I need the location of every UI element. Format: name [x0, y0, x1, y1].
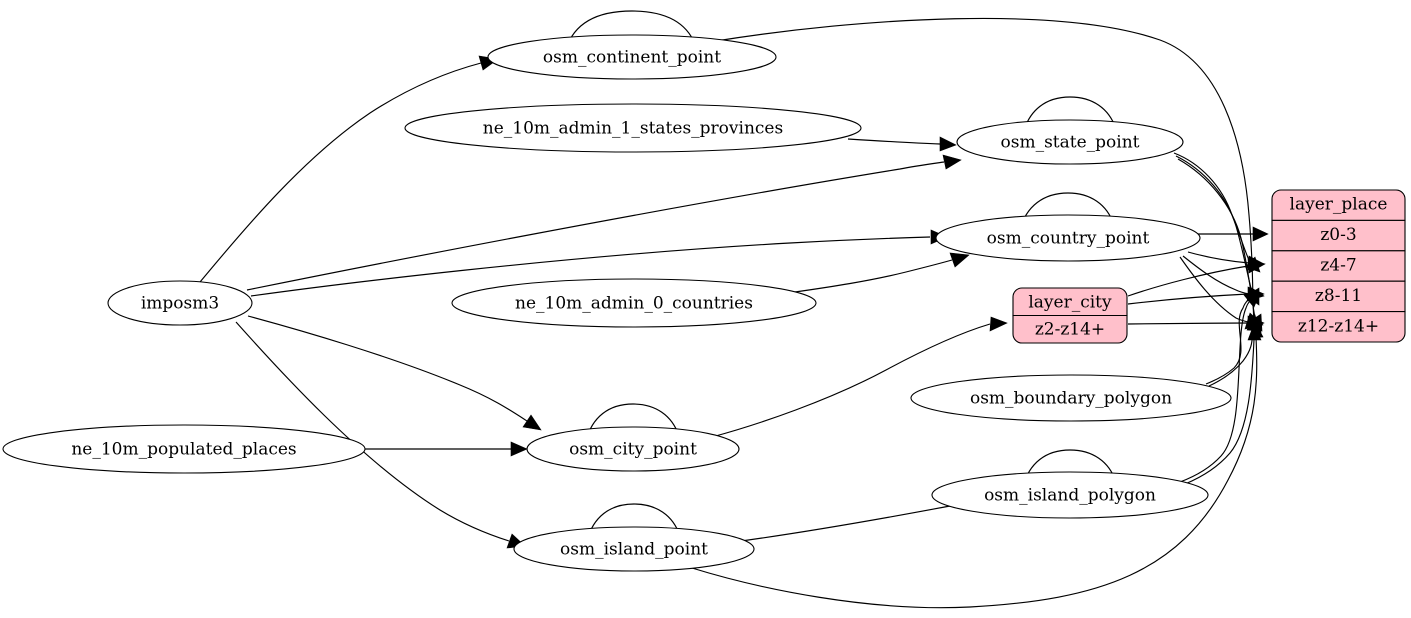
- edge-layer: [199, 10, 1269, 609]
- node-osm_boundary_polygon[interactable]: osm_boundary_polygon: [910, 374, 1232, 422]
- edge-imposm3-to-osm_state_point: [246, 154, 962, 291]
- node-osm_country_point[interactable]: osm_country_point: [935, 214, 1201, 262]
- record-node-layer_city[interactable]: layer_city z2-z14+: [1012, 287, 1128, 344]
- record-node-layer_place[interactable]: layer_place z0-3 z4-7 z8-11 z12-z14+: [1271, 189, 1406, 343]
- edge-imposm3-to-osm_city_point: [247, 315, 542, 431]
- edge-osm_state_point-to-layer_place_z4_7: [1173, 152, 1261, 273]
- node-osm_island_point[interactable]: osm_island_point: [513, 526, 755, 572]
- edge-osm_continent_point-to-layer_place_z12_14: [715, 17, 1262, 335]
- edge-osm_boundary_polygon-to-layer_place_z12_14: [1208, 314, 1261, 387]
- node-osm_state_point[interactable]: osm_state_point: [956, 119, 1184, 165]
- node-imposm3[interactable]: imposm3: [107, 280, 253, 326]
- edge-osm_island_point-to-layer_place_z12_14: [691, 321, 1264, 609]
- node-ne_10m_admin_0_countries[interactable]: ne_10m_admin_0_countries: [451, 278, 817, 328]
- edge-ne_10m_populated_places-to-osm_city_point: [365, 441, 528, 457]
- node-osm_city_point[interactable]: osm_city_point: [526, 426, 740, 472]
- node-ne_10m_admin_1_states_provinces[interactable]: ne_10m_admin_1_states_provinces: [404, 103, 862, 153]
- edge-osm_island_polygon-to-layer_place_z12_14: [1184, 323, 1262, 485]
- node-osm_island_polygon[interactable]: osm_island_polygon: [931, 471, 1209, 519]
- node-ne_10m_populated_places[interactable]: ne_10m_populated_places: [2, 424, 366, 474]
- node-osm_continent_point[interactable]: osm_continent_point: [487, 34, 777, 80]
- edge-osm_island_polygon-to-layer_place_z8_11: [1179, 292, 1261, 483]
- edge-layer_city_z2-to-layer_place_z4_7: [1127, 258, 1266, 297]
- edge-imposm3-to-osm_continent_point: [199, 55, 499, 283]
- record-node-layer: layer_city z2-z14+ layer_place z0-3 z4-7…: [1012, 189, 1406, 344]
- edge-osm_country_point-to-layer_place_z0_3: [1197, 226, 1269, 242]
- edge-ne_10m_admin_0_countries-to-osm_country_point: [794, 252, 970, 293]
- edge-osm_city_point-to-layer_city_z2: [711, 316, 1008, 438]
- edge-ne_10m_admin_1_states_provinces-to-osm_state_point: [847, 136, 957, 152]
